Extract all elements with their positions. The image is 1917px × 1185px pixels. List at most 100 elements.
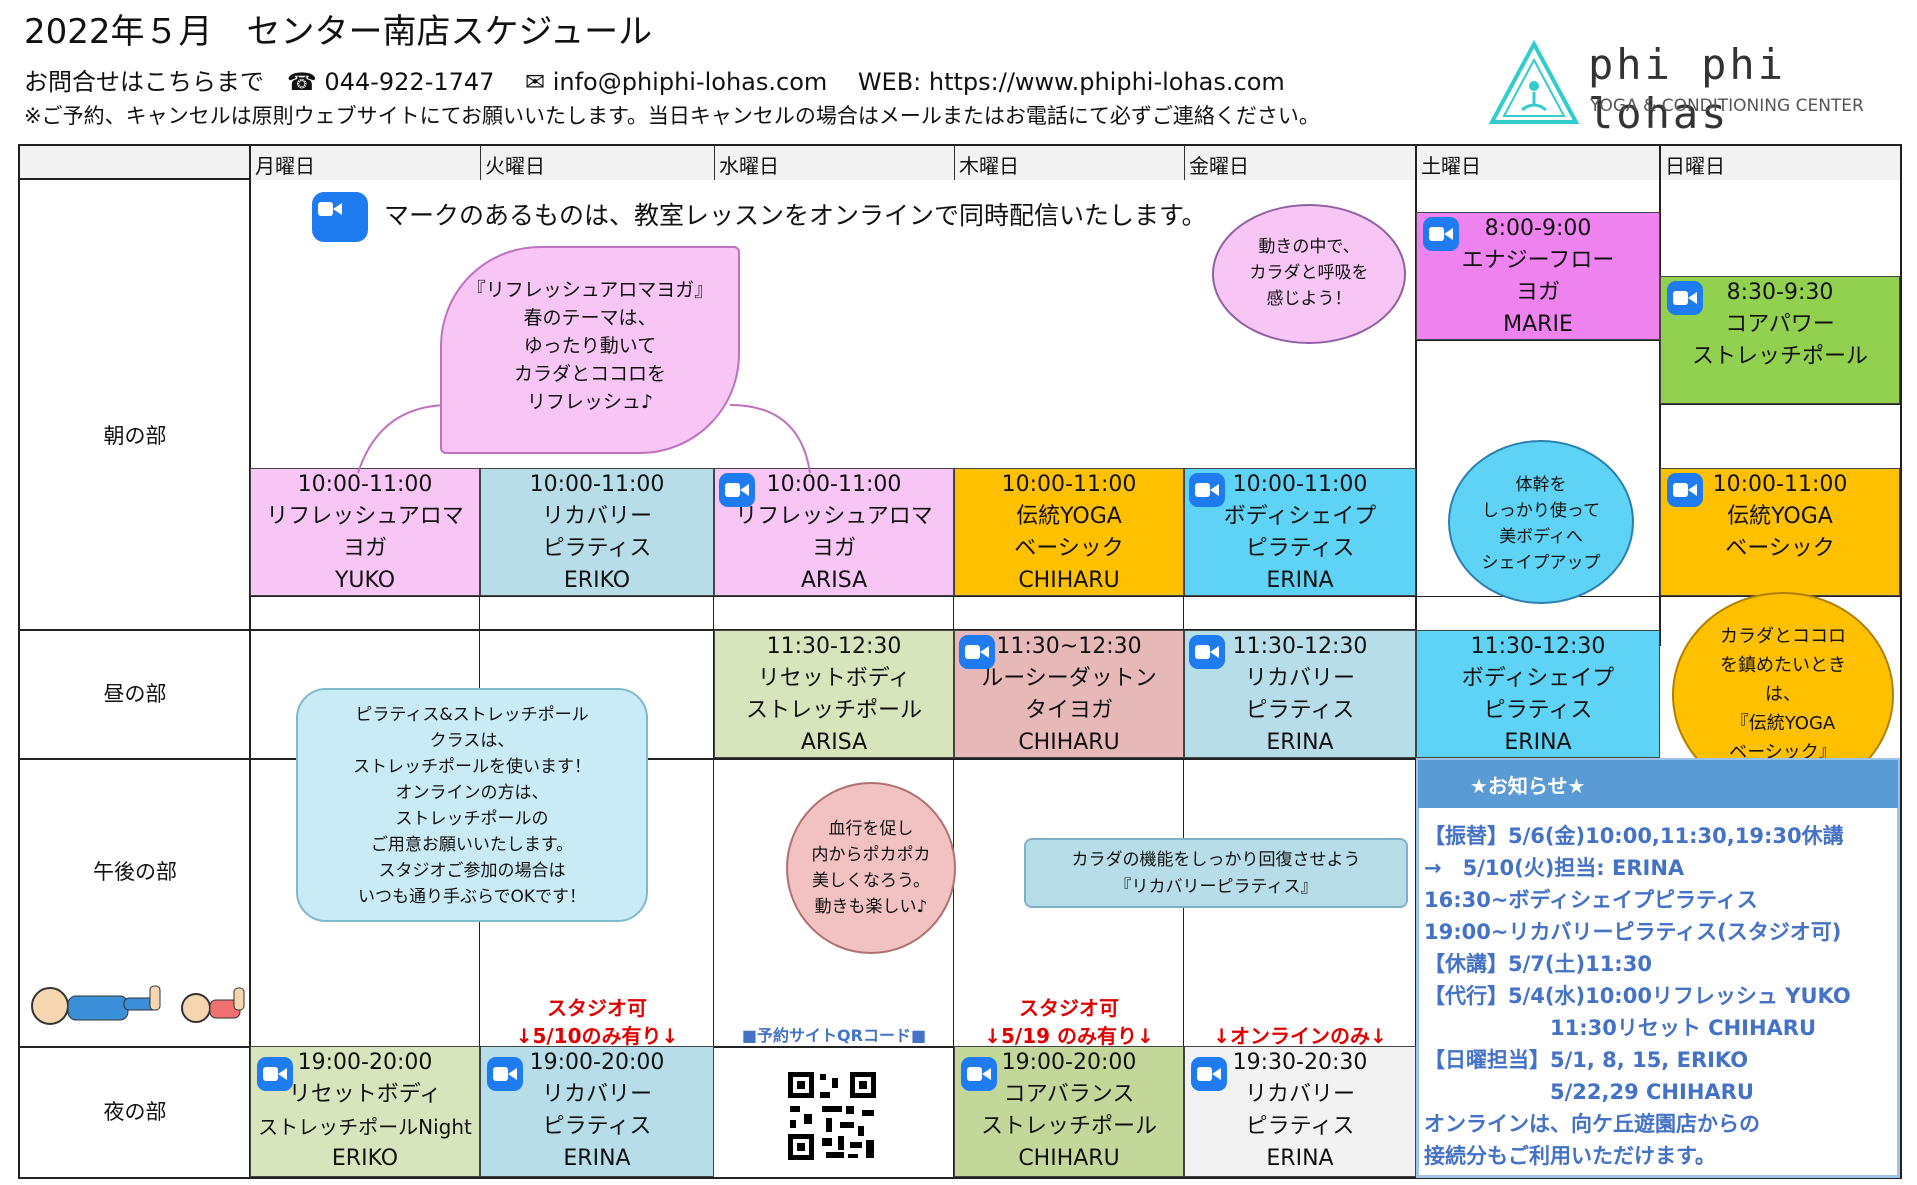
row-label-afternoon: 午後の部 bbox=[93, 860, 177, 884]
class-text: ピラティス bbox=[1483, 698, 1593, 723]
text-line: クラスは、 bbox=[429, 731, 515, 751]
class-text: ストレッチポールNight bbox=[258, 1115, 472, 1139]
thu-only-note: ↓5/19 のみ有り↓ bbox=[984, 1024, 1154, 1048]
speech-bubble-aroma: 『リフレッシュアロマヨガ』春のテーマは、ゆったり動いてカラダとココロをリフレッシ… bbox=[440, 246, 740, 454]
text-line: カラダと呼吸を bbox=[1249, 263, 1369, 283]
text-line: ストレッチポールを使います！ bbox=[353, 757, 591, 777]
day-header-wed: 水曜日 bbox=[714, 146, 954, 180]
zoom-icon bbox=[1423, 217, 1459, 251]
class-text: ピラティス bbox=[1245, 698, 1355, 723]
text-line: リフレッシュ♪ bbox=[526, 391, 654, 413]
text-line: 体幹を bbox=[1515, 475, 1567, 495]
thu-studio-note: スタジオ可 bbox=[1019, 996, 1119, 1020]
text-line: しっかり使って bbox=[1481, 501, 1601, 521]
text-line: 16:30~ボディシェイプピラティス bbox=[1424, 888, 1758, 912]
text-line: 【振替】5/6(金)10:00,11:30,19:30休講 bbox=[1424, 824, 1844, 848]
class-text: リカバリー bbox=[541, 504, 652, 529]
class-text: ボディシェイプ bbox=[1461, 666, 1615, 691]
class-text: 11:30~12:30 bbox=[996, 634, 1142, 659]
text-line: 5/22,29 CHIHARU bbox=[1424, 1080, 1754, 1104]
row-label-morning: 朝の部 bbox=[103, 424, 167, 448]
zoom-icon bbox=[1667, 281, 1703, 315]
text-line: オンラインは、向ケ丘遊園店からの bbox=[1424, 1112, 1760, 1136]
text-line: ベーシック』 bbox=[1729, 742, 1837, 763]
website-link[interactable]: WEB: https://www.phiphi-lohas.com bbox=[857, 68, 1285, 96]
qr-code-icon[interactable] bbox=[786, 1070, 878, 1162]
text-line: を鎮めたいとき bbox=[1720, 655, 1846, 676]
text-line: 11:30リセット CHIHARU bbox=[1424, 1016, 1817, 1040]
schedule-table bbox=[18, 144, 1902, 1179]
logo: phi phi lohas YOGA & CONDITIONING CENTER bbox=[1488, 40, 1908, 138]
class-text: CHIHARU bbox=[1018, 1146, 1120, 1171]
text-line: ご用意お願いいたします。 bbox=[370, 835, 574, 855]
text-line: スタジオご参加の場合は bbox=[378, 861, 566, 881]
class-text: 10:00-11:00 bbox=[297, 472, 433, 497]
class-card[interactable]: 10:00-11:00 リフレッシュアロマヨガ YUKO bbox=[250, 468, 480, 596]
zoom-icon bbox=[1189, 635, 1225, 669]
text-line: は、 bbox=[1765, 684, 1801, 705]
text-line: オンラインの方は、 bbox=[395, 783, 549, 803]
contact-line: お問合せはこちらまで ☎ 044-922-1747 ✉ info@phiphi-… bbox=[24, 62, 1285, 97]
class-text: 10:00-11:00 bbox=[1712, 472, 1848, 497]
day-header-mon: 月曜日 bbox=[250, 146, 480, 180]
text-line: いつも通り手ぶらでOKです！ bbox=[357, 887, 587, 907]
text-line: 『伝統YOGA bbox=[1730, 713, 1836, 734]
class-text: 19:00-20:00 bbox=[297, 1050, 433, 1075]
email-link[interactable]: info@phiphi-lohas.com bbox=[552, 68, 828, 96]
row-label-noon: 昼の部 bbox=[103, 682, 167, 706]
class-text: リセットボディ bbox=[757, 666, 911, 691]
class-text: 19:00-20:00 bbox=[1001, 1050, 1137, 1075]
class-text: リフレッシュアロマ bbox=[266, 504, 464, 529]
fri-online-note: ↓オンラインのみ↓ bbox=[1213, 1024, 1387, 1048]
text-line: ストレッチポールの bbox=[395, 809, 549, 829]
class-text: ERINA bbox=[1266, 730, 1334, 755]
mail-icon: ✉ bbox=[502, 68, 553, 96]
class-text: ARISA bbox=[800, 730, 868, 755]
class-text: ERINA bbox=[563, 1146, 631, 1171]
text-line: 春のテーマは、 bbox=[523, 307, 657, 329]
text-line: 感じよう！ bbox=[1266, 289, 1352, 309]
class-text: ベーシック bbox=[1014, 536, 1124, 561]
info-panel-body: 【振替】5/6(金)10:00,11:30,19:30休講 → 5/10(火)担… bbox=[1424, 820, 1851, 1172]
text-line: 接続分もご利用いただけます。 bbox=[1424, 1144, 1716, 1168]
day-header-fri: 金曜日 bbox=[1184, 146, 1416, 180]
day-header-sun: 日曜日 bbox=[1660, 146, 1900, 180]
text-line: → 5/10(火)担当: ERINA bbox=[1424, 856, 1685, 880]
text-line: カラダの機能をしっかり回復させよう bbox=[1071, 850, 1361, 870]
booking-notice: ※ご予約、キャンセルは原則ウェブサイトにてお願いいたします。当日キャンセルの場合… bbox=[24, 104, 1320, 128]
class-text: YUKO bbox=[334, 568, 396, 593]
zoom-icon bbox=[959, 635, 995, 669]
class-text: ストレッチポール bbox=[745, 698, 922, 723]
class-text: ピラティス bbox=[1245, 536, 1355, 561]
speech-bubble-lucy: 血行を促し内からポカポカ美しくなろう。動きも楽しい♪ bbox=[786, 782, 956, 954]
class-text: タイヨガ bbox=[1024, 698, 1113, 723]
class-text: 10:00-11:00 bbox=[1232, 472, 1368, 497]
class-text: ヨガ bbox=[342, 536, 387, 561]
class-text: ピラティス bbox=[542, 1114, 652, 1139]
contact-prefix: お問合せはこちらまで bbox=[24, 68, 264, 96]
zoom-icon bbox=[1667, 473, 1703, 507]
class-text: ベーシック bbox=[1725, 536, 1835, 561]
zoom-icon bbox=[312, 192, 368, 242]
class-text: 8:00-9:00 bbox=[1484, 216, 1592, 241]
class-text: CHIHARU bbox=[1018, 730, 1120, 755]
class-text: MARIE bbox=[1503, 312, 1573, 337]
phone-number[interactable]: 044-922-1747 bbox=[324, 68, 495, 96]
text-line: 内からポカポカ bbox=[811, 845, 931, 865]
class-text: リカバリー bbox=[541, 1082, 652, 1107]
